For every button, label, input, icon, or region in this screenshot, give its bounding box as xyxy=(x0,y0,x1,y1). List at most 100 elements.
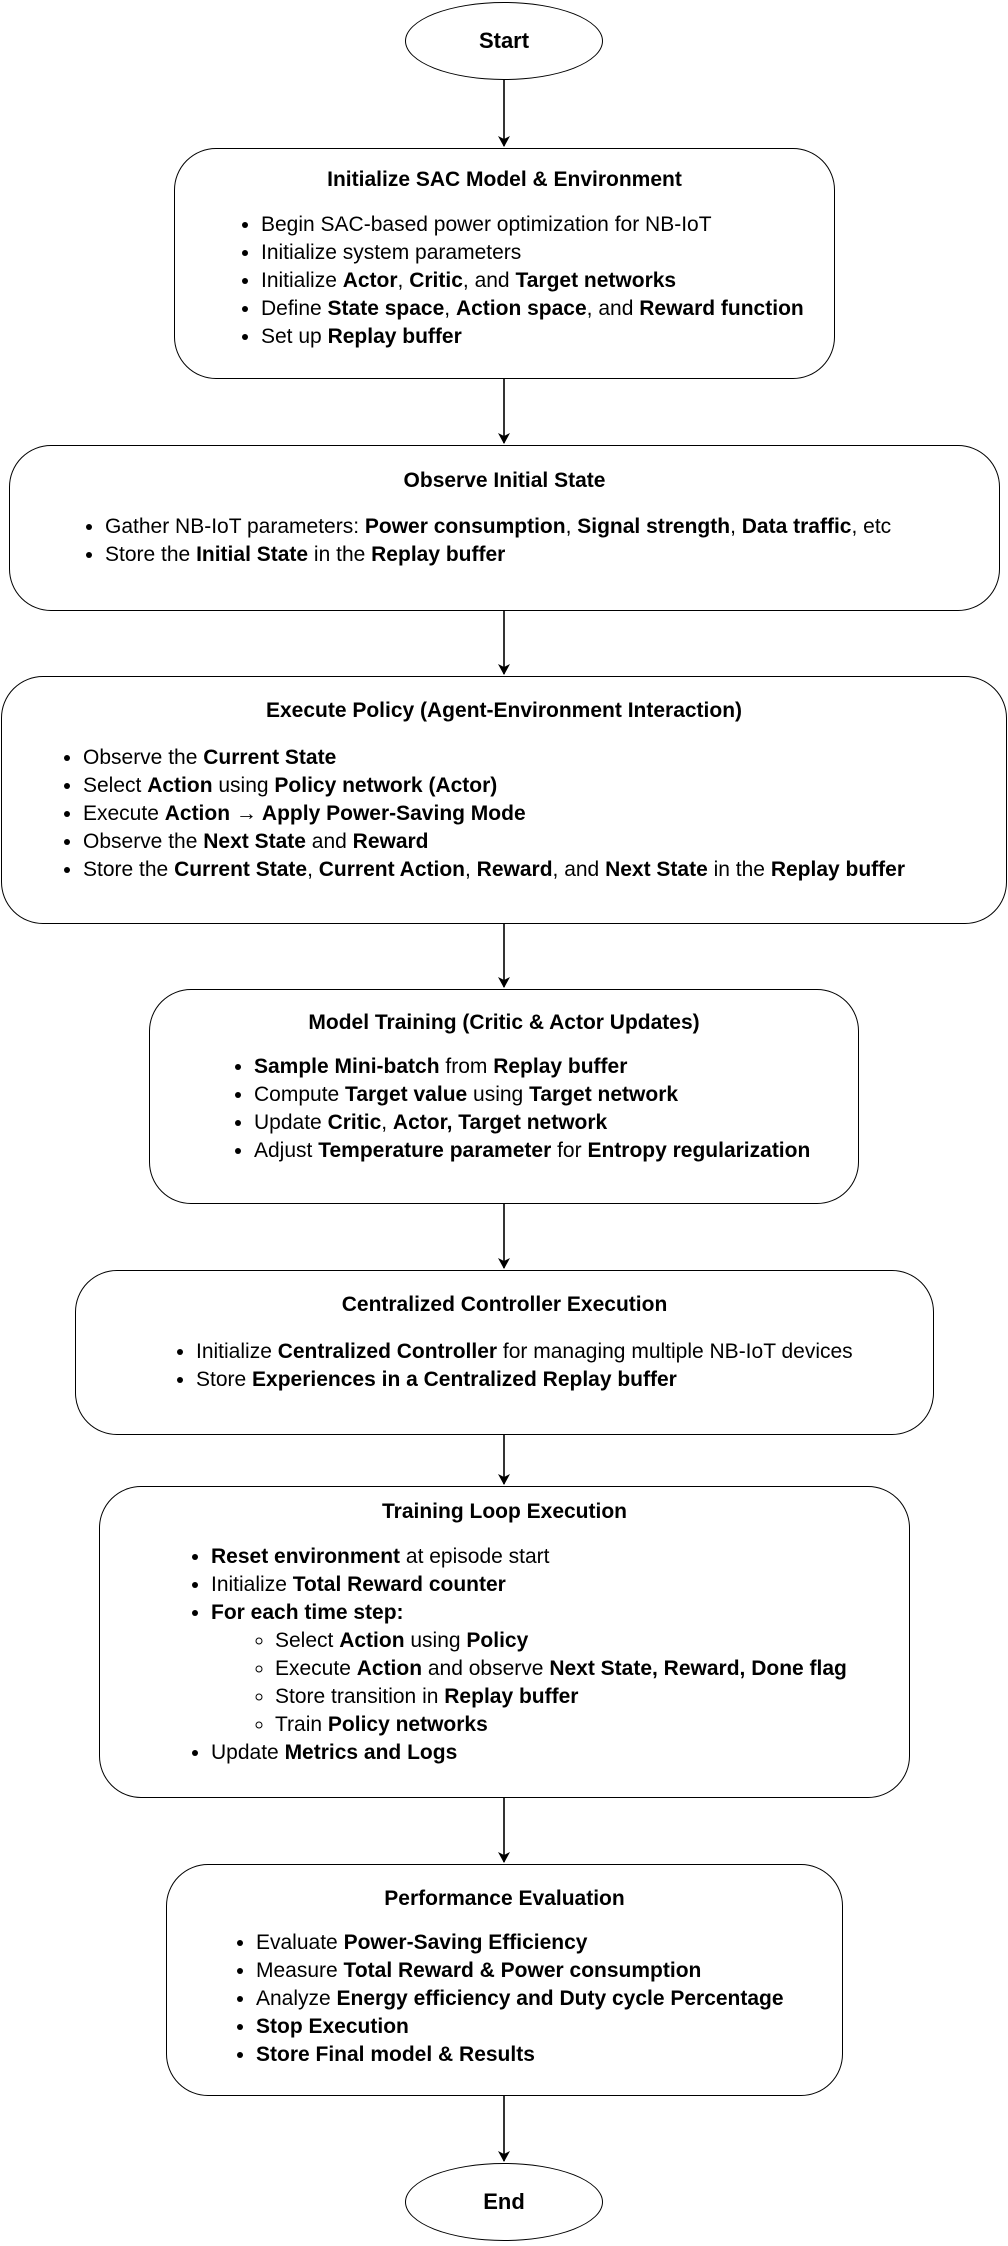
text-segment: using xyxy=(404,1629,467,1652)
text-segment: using xyxy=(212,774,275,797)
text-segment: Define xyxy=(261,297,328,320)
list-item: Store the Initial State in the Replay bu… xyxy=(105,541,891,569)
bold-term: Critic xyxy=(409,269,463,292)
text-segment: Observe the xyxy=(83,830,204,853)
text-segment: Initialize xyxy=(196,1340,278,1363)
text-segment: Begin SAC-based power optimization for N… xyxy=(261,213,712,236)
bold-term: Total Reward & Power consumption xyxy=(343,1959,702,1982)
list-item: Define State space, Action space, and Re… xyxy=(261,295,804,323)
bold-term: Actor xyxy=(342,269,398,292)
bold-term: Next State xyxy=(203,830,306,853)
bold-term: Replay buffer xyxy=(444,1685,579,1708)
list-item: Store Experiences in a Centralized Repla… xyxy=(196,1366,853,1394)
observe-step-title: Observe Initial State xyxy=(403,469,606,492)
bold-term: Metrics and Logs xyxy=(284,1741,458,1764)
bold-term: Reward xyxy=(352,830,429,853)
list-item: Analyze Energy efficiency and Duty cycle… xyxy=(256,1985,784,2013)
bold-term: Power consumption xyxy=(364,515,566,538)
central-step-title: Centralized Controller Execution xyxy=(341,1293,668,1316)
list-item: Evaluate Power-Saving Efficiency xyxy=(256,1929,784,1957)
bold-term: Replay buffer xyxy=(493,1055,628,1078)
text-segment: Update xyxy=(211,1741,285,1764)
bold-term: Energy efficiency and Duty cycle Percent… xyxy=(336,1987,784,2010)
text-segment: and observe xyxy=(422,1657,550,1680)
bold-term: Action → Apply Power-Saving Mode xyxy=(164,802,526,825)
list-item: Observe the Next State and Reward xyxy=(83,828,905,856)
text-segment: Execute xyxy=(275,1657,357,1680)
bold-term: Next State xyxy=(605,858,708,881)
text-segment: Initialize xyxy=(211,1573,293,1596)
list-item: Set up Replay buffer xyxy=(261,323,804,351)
text-segment: Measure xyxy=(256,1959,344,1982)
bold-term: Centralized Controller xyxy=(277,1340,498,1363)
bold-term: Next State, Reward, Done flag xyxy=(549,1657,847,1680)
loop-step-item: Update Metrics and Logs xyxy=(211,1739,847,1767)
text-segment: Store the xyxy=(105,543,197,566)
text-segment: in the xyxy=(308,543,372,566)
init-step-list: Begin SAC-based power optimization for N… xyxy=(239,211,804,351)
list-item: Execute Action → Apply Power-Saving Mode xyxy=(83,800,905,828)
list-item: Initialize system parameters xyxy=(261,239,804,267)
list-item: Store transition in Replay buffer xyxy=(275,1683,847,1711)
bold-term: Target network xyxy=(529,1083,679,1106)
text-segment: , and xyxy=(586,297,640,320)
text-segment: Evaluate xyxy=(256,1931,344,1954)
list-item: Observe the Current State xyxy=(83,744,905,772)
list-item: Initialize Centralized Controller for ma… xyxy=(196,1338,853,1366)
bold-term: Target value xyxy=(345,1083,468,1106)
bold-term: Action space xyxy=(455,297,587,320)
text-segment: , xyxy=(465,858,477,881)
execute-step-list: Observe the Current StateSelect Action u… xyxy=(61,744,905,884)
end-label: End xyxy=(483,2189,525,2214)
bold-term: Power-Saving Efficiency xyxy=(343,1931,588,1954)
bold-term: Current State xyxy=(203,746,337,769)
bold-term: Action xyxy=(339,1629,405,1652)
central-step-list: Initialize Centralized Controller for ma… xyxy=(174,1338,853,1394)
observe-step-box: Observe Initial State Gather NB-IoT para… xyxy=(9,445,1000,611)
text-segment: Compute xyxy=(254,1083,346,1106)
text-segment: , xyxy=(397,269,410,292)
text-segment: , and xyxy=(552,858,606,881)
eval-step-title: Performance Evaluation xyxy=(384,1887,625,1910)
text-segment: Set up xyxy=(261,325,328,348)
list-item: Select Action using Policy xyxy=(275,1627,847,1655)
text-segment: for xyxy=(551,1139,588,1162)
bold-term: Action xyxy=(356,1657,423,1680)
bold-term: Total Reward counter xyxy=(292,1573,506,1596)
bold-term: Policy network (Actor) xyxy=(274,774,498,797)
text-segment: Update xyxy=(254,1111,328,1134)
text-segment: , xyxy=(307,858,319,881)
text-segment: Initialize system parameters xyxy=(261,241,522,264)
bold-term: Reward xyxy=(476,858,553,881)
training-step-list: Sample Mini-batch from Replay bufferComp… xyxy=(232,1053,810,1165)
eval-step-list: Evaluate Power-Saving EfficiencyMeasure … xyxy=(234,1929,784,2069)
training-step-box: Model Training (Critic & Actor Updates) … xyxy=(149,989,859,1204)
loop-step-title: Training Loop Execution xyxy=(381,1500,627,1523)
text-segment: Store transition in xyxy=(275,1685,445,1708)
text-segment: , etc xyxy=(851,515,892,538)
bold-term: For each time step: xyxy=(211,1601,404,1624)
list-item: Begin SAC-based power optimization for N… xyxy=(261,211,804,239)
text-segment: Initialize xyxy=(261,269,343,292)
list-item: Train Policy networks xyxy=(275,1711,847,1739)
training-step-title: Model Training (Critic & Actor Updates) xyxy=(308,1011,700,1034)
text-segment: using xyxy=(467,1083,530,1106)
text-segment: and xyxy=(305,830,353,853)
list-item: Stop Execution xyxy=(256,2013,784,2041)
loop-step-list: Reset environment at episode start Initi… xyxy=(189,1543,847,1767)
list-item: Measure Total Reward & Power consumption xyxy=(256,1957,784,1985)
text-segment: Select xyxy=(275,1629,340,1652)
bold-term: Current State xyxy=(174,858,308,881)
bold-term: Reset environment xyxy=(211,1545,401,1568)
text-segment: , xyxy=(381,1111,393,1134)
list-item: Gather NB-IoT parameters: Power consumpt… xyxy=(105,513,891,541)
list-item: Execute Action and observe Next State, R… xyxy=(275,1655,847,1683)
text-segment: , xyxy=(565,515,578,538)
text-segment: from xyxy=(439,1055,494,1078)
bold-term: Initial State xyxy=(196,543,309,566)
list-item: Store the Current State, Current Action,… xyxy=(83,856,905,884)
bold-term: Replay buffer xyxy=(770,858,906,881)
text-segment: Analyze xyxy=(256,1987,337,2010)
bold-term: Action xyxy=(147,774,213,797)
